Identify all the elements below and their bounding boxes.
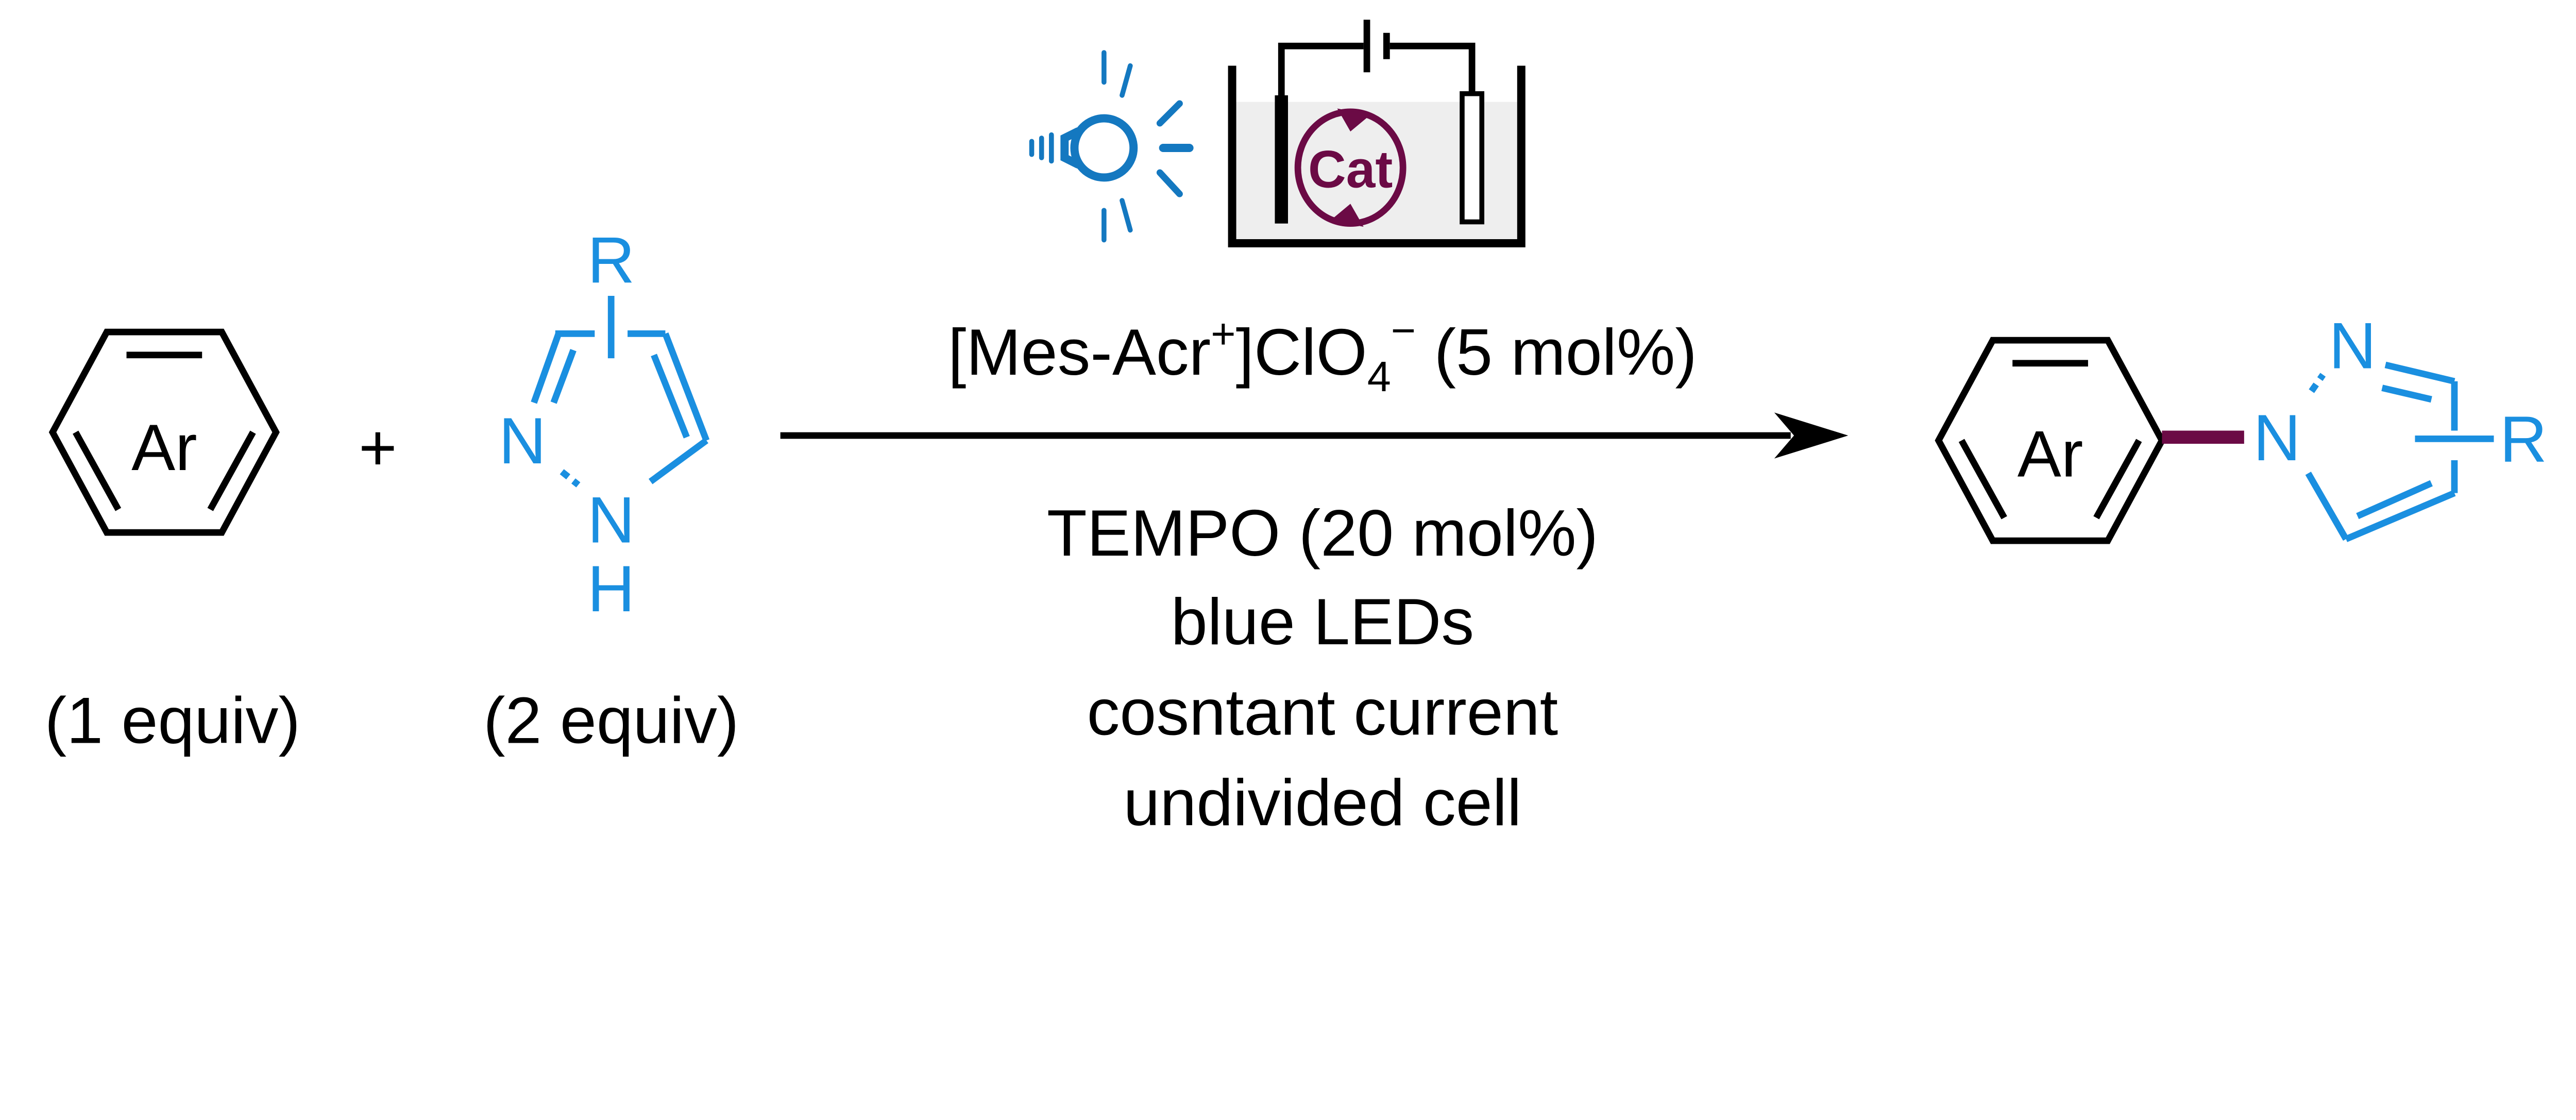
condition-cell: undivided cell bbox=[1123, 766, 1521, 840]
light-bulb-icon bbox=[1029, 50, 1194, 243]
pyrazole-n-label: N bbox=[499, 405, 546, 478]
battery-icon bbox=[1363, 20, 1390, 73]
pyrazole-nh-label: N bbox=[587, 483, 635, 557]
product-r-label: R bbox=[2500, 403, 2547, 476]
product-aryl-label: Ar bbox=[2018, 418, 2083, 491]
electrochemical-cell-icon: Cat bbox=[1228, 20, 1526, 247]
arene-label: Ar bbox=[131, 411, 197, 484]
condition-current: cosntant current bbox=[1087, 676, 1558, 749]
reactant2-equiv: (2 equiv) bbox=[483, 684, 739, 757]
reactant1-equiv: (1 equiv) bbox=[45, 684, 300, 757]
pyrazole-h-label: H bbox=[587, 553, 635, 626]
catalyst-conditions: [Mes-Acr+]ClO4− (5 mol%) bbox=[948, 307, 1697, 400]
product-n2-label: N bbox=[2329, 309, 2376, 382]
reaction-arrow bbox=[780, 412, 1849, 459]
catalyst-label: Cat bbox=[1308, 140, 1393, 199]
plus-sign: + bbox=[359, 411, 397, 484]
pyrazole-r-label: R bbox=[587, 224, 635, 297]
reaction-scheme: Ar + R N N H (1 equiv) (2 equiv) bbox=[45, 20, 2547, 840]
pyrazole-reactant bbox=[531, 295, 710, 488]
product-n1-label: N bbox=[2253, 402, 2301, 475]
product-pyrazole bbox=[2305, 361, 2494, 542]
condition-light: blue LEDs bbox=[1171, 586, 1474, 659]
arene-reactant bbox=[48, 328, 280, 536]
condition-tempo: TEMPO (20 mol%) bbox=[1047, 497, 1598, 570]
